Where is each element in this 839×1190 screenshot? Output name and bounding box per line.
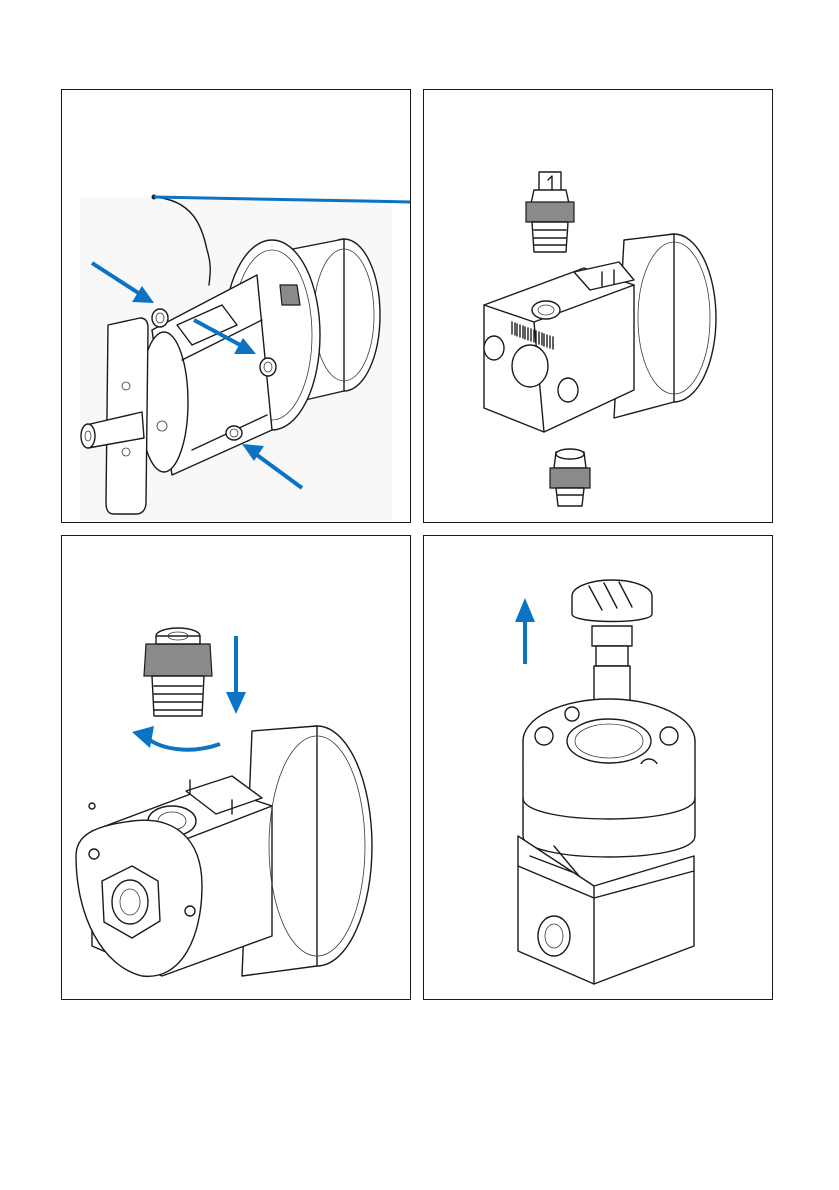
pull-out-piston-drawing [424,536,773,1000]
outlet-valve [526,172,574,252]
screw-in-valve-drawing [62,536,411,1000]
valve-cartridges-drawing [424,90,773,523]
pump-head-drawing [62,90,411,523]
panel-screw-in-valve [61,535,411,1000]
valve-cartridge [144,628,212,716]
panel-remove-screws [61,89,411,523]
panel-valve-cartridges [423,89,773,523]
inlet-valve [550,449,590,506]
panel-pull-out-piston [423,535,773,1000]
rotation-arrow [147,738,220,750]
